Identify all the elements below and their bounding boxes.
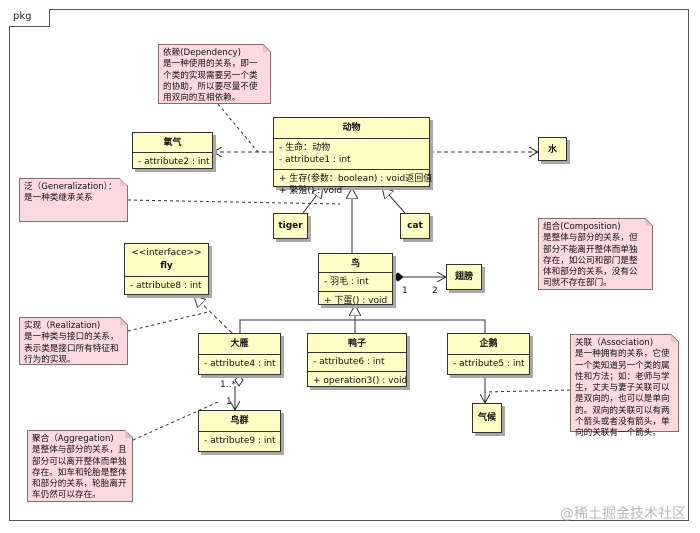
class-animal[interactable]: 动物 - 生命：动物 - attribute1 : int + 生存(参数：bo… <box>273 117 432 196</box>
anchor-realization <box>127 311 209 332</box>
class-oxygen-attributes: - attribute2 : int <box>133 152 212 171</box>
package-label: pkg <box>13 11 32 22</box>
package-tab: pkg <box>9 9 50 27</box>
class-cat-name: cat <box>407 221 423 231</box>
note-realization: 实现（Realization) 是一种类与接口的关系， 表示类是接口所有特征和 … <box>19 317 128 365</box>
interface-fly[interactable]: <<interface>> fly - attribute8 : int <box>124 243 209 295</box>
aggregation-diamond <box>234 374 244 387</box>
multiplicity-flock: 1 <box>226 397 232 407</box>
note-composition: 组合(Composition) 是整体与部分的关系，但 部分不能离开整体而单独 … <box>538 218 653 290</box>
class-water-name: 水 <box>547 145 557 155</box>
class-animal-operations: + 生存(参数：boolean) : void返回值 + 繁殖() : void <box>274 169 433 200</box>
generalization-cat-animal <box>382 187 406 214</box>
class-wing-name: 翅膀 <box>454 272 473 282</box>
note-aggregation: 聚合（Aggregation) 是整体与部分的关系，且 部分可以离开整体而单独 … <box>27 430 133 502</box>
class-goose-name: 大雁 <box>230 339 249 349</box>
note-dependency: 依赖(Dependency) 是一种使用的关系，即一 个类的实现需要另一个类 的… <box>158 44 271 104</box>
attribute: - attribute8 : int <box>130 281 202 291</box>
class-animal-attributes: - 生命：动物 - attribute1 : int <box>274 138 429 169</box>
operation: + 繁殖() : void <box>279 186 343 196</box>
class-flock-attributes: - attribute9 : int <box>199 431 280 450</box>
class-bird[interactable]: 鸟 - 羽毛 : int + 下蛋() : void <box>318 253 393 306</box>
class-animal-name: 动物 <box>342 123 361 133</box>
class-cat[interactable]: cat <box>400 213 430 239</box>
class-climate[interactable]: 气候 <box>472 403 502 433</box>
realization-goose-fly <box>194 296 233 334</box>
generalization-birds-tree <box>239 319 486 333</box>
note-generalization: 泛（Generalization）： 是一种类继承关系 <box>19 178 128 222</box>
class-penguin-name: 企鹅 <box>479 339 498 349</box>
anchor-association <box>484 389 571 393</box>
class-oxygen[interactable]: 氧气 - attribute2 : int <box>132 132 213 169</box>
class-duck-name: 鸭子 <box>347 339 366 349</box>
class-water[interactable]: 水 <box>538 137 567 161</box>
generalization-tiger-animal <box>302 187 323 214</box>
class-flock[interactable]: 鸟群 - attribute9 : int <box>198 410 281 452</box>
class-bird-operations: + 下蛋() : void <box>319 291 392 310</box>
anchor-dependency <box>217 103 259 153</box>
attribute: - 生命：动物 <box>279 143 331 153</box>
attribute: - attribute4 : int <box>204 359 276 369</box>
class-climate-name: 气候 <box>477 413 496 423</box>
interface-fly-name: fly <box>160 261 173 271</box>
multiplicity-bird: 1 <box>402 286 408 296</box>
interface-fly-stereotype: <<interface>> <box>131 248 202 258</box>
operation: + 生存(参数：boolean) : void返回值 <box>279 174 433 184</box>
class-penguin-attributes: - attribute5 : int <box>448 354 529 373</box>
class-oxygen-name: 氧气 <box>163 138 182 148</box>
anchor-generalization <box>127 199 341 205</box>
class-wing[interactable]: 翅膀 <box>446 264 482 290</box>
class-duck-attributes: - attribute6 : int <box>308 352 406 371</box>
attribute: - attribute1 : int <box>279 155 351 165</box>
class-tiger[interactable]: tiger <box>273 213 308 239</box>
attribute: - attribute5 : int <box>453 359 525 369</box>
class-goose-attributes: - attribute4 : int <box>199 354 280 373</box>
interface-fly-attributes: - attribute8 : int <box>125 276 208 295</box>
package-frame <box>9 9 689 521</box>
operation: + 下蛋() : void <box>324 296 388 306</box>
attribute: - attribute2 : int <box>138 157 210 167</box>
class-bird-attributes: - 羽毛 : int <box>319 272 392 291</box>
class-goose[interactable]: 大雁 - attribute4 : int <box>198 333 281 375</box>
class-tiger-name: tiger <box>278 221 303 231</box>
class-bird-name: 鸟 <box>350 259 360 269</box>
multiplicity-wing: 2 <box>432 286 438 296</box>
class-duck-operations: + operation3() : void <box>308 371 408 390</box>
class-penguin[interactable]: 企鹅 - attribute5 : int <box>447 333 530 375</box>
operation: + operation3() : void <box>313 376 408 386</box>
class-duck[interactable]: 鸭子 - attribute6 : int + operation3() : v… <box>307 333 407 387</box>
class-flock-name: 鸟群 <box>230 416 249 426</box>
attribute: - 羽毛 : int <box>324 277 369 287</box>
attribute: - attribute9 : int <box>204 436 276 446</box>
note-association: 关联（Association) 是一种拥有的关系，它使 一个类知道另一个类的属 … <box>570 334 679 438</box>
composition-diamond <box>392 272 404 282</box>
attribute: - attribute6 : int <box>313 357 385 367</box>
multiplicity-goose: 1..* <box>220 380 236 390</box>
watermark: @稀土掘金技术社区 <box>560 506 686 522</box>
